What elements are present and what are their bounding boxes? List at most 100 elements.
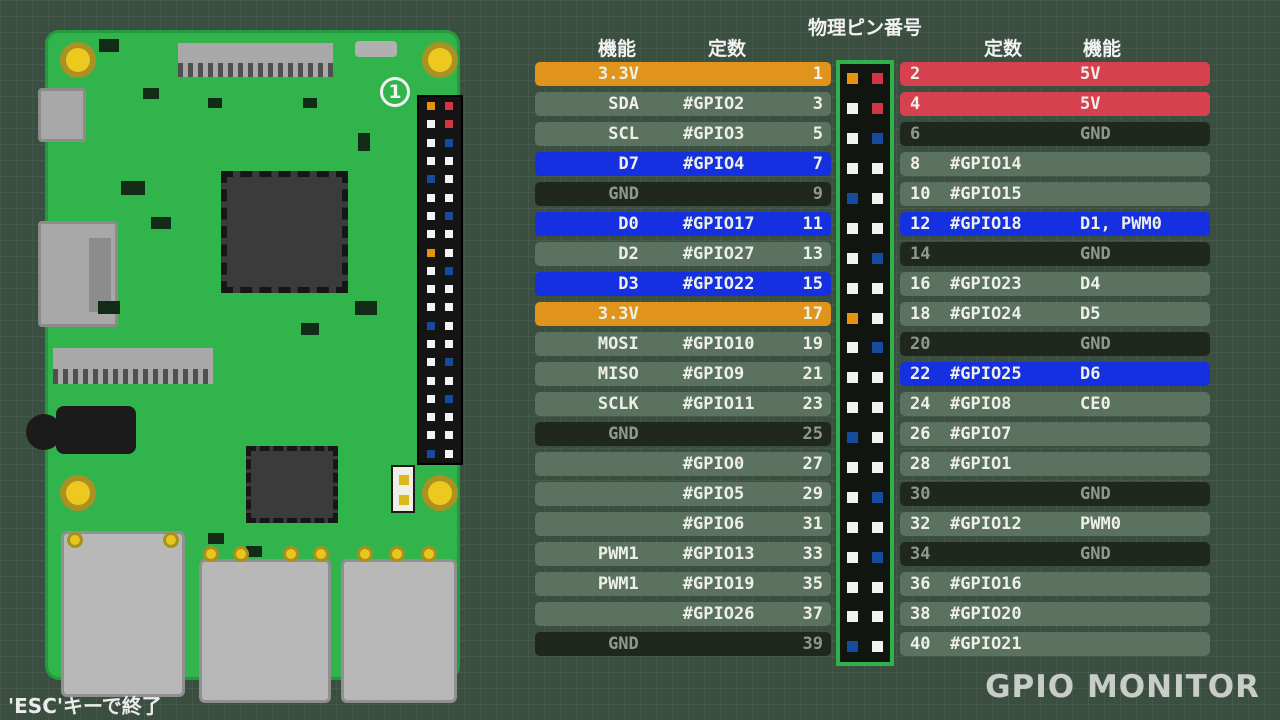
pin-strip-row — [840, 402, 890, 414]
solder-pad — [67, 532, 83, 548]
pin-32-square — [872, 521, 883, 533]
pin-strip-row — [419, 175, 461, 184]
pin-number-label: 2 — [910, 64, 921, 84]
pin-strip-row — [419, 394, 461, 403]
pin-16-square — [872, 282, 883, 294]
pin-strip-row — [840, 372, 890, 384]
pin-number-label: 37 — [802, 604, 823, 624]
pin-29-square — [427, 358, 435, 367]
pin-function-label: GND — [1080, 334, 1111, 354]
pin-number-label: 35 — [802, 574, 823, 594]
pin-21-square — [427, 285, 435, 294]
pin-function-label: SCLK — [597, 394, 639, 414]
pin-constant-label: #GPIO18 — [950, 214, 1022, 234]
pin-29-square — [847, 491, 858, 503]
pin-23-square — [847, 402, 858, 414]
pin-26-square — [872, 432, 883, 444]
pin-strip-row — [419, 321, 461, 330]
secondary-chip — [246, 446, 338, 523]
pin-number-label: 34 — [910, 544, 931, 564]
pin-strip-row — [840, 581, 890, 593]
mounting-hole — [60, 475, 96, 511]
pin-strip-row — [840, 193, 890, 204]
pin-28-square — [445, 340, 453, 348]
pin-function-label: GND — [608, 634, 639, 654]
board-gpio-header — [417, 95, 463, 465]
smd-component — [301, 323, 319, 335]
pin-26-square — [445, 321, 453, 330]
pin-number-label: 8 — [910, 154, 921, 174]
pin-strip-row — [419, 193, 461, 202]
pin-number-label: 1 — [812, 64, 823, 84]
pin-constant-label: #GPIO23 — [950, 274, 1022, 294]
pin-25-square — [427, 321, 435, 330]
pin-constant-label: #GPIO10 — [682, 334, 755, 354]
audio-jack — [56, 406, 136, 454]
pin-function-label: GND — [608, 184, 639, 204]
pin-row-28: 28#GPIO1 — [900, 452, 1210, 476]
pin-number-label: 18 — [910, 304, 931, 324]
pin-strip-row — [419, 138, 461, 147]
pin-15-square — [427, 230, 435, 239]
usb-port — [341, 559, 457, 703]
pin-22-square — [872, 372, 883, 384]
pin-number-label: 28 — [910, 454, 931, 474]
pin-number-label: 31 — [802, 514, 823, 534]
pin-number-label: 29 — [802, 484, 823, 504]
pin-19-square — [427, 266, 435, 275]
pin-row-38: 38#GPIO20 — [900, 602, 1210, 626]
pin-constant-label: #GPIO7 — [950, 424, 1012, 444]
pin-17-square — [847, 312, 858, 324]
pin-number-label: 17 — [802, 304, 823, 324]
pin-constant-label: #GPIO4 — [683, 154, 745, 174]
pin-strip-row — [840, 133, 890, 145]
pin-38-square — [445, 431, 453, 440]
solder-pad — [233, 546, 249, 562]
pin-number-label: 9 — [812, 184, 823, 204]
pin-function-label: SDA — [608, 94, 639, 114]
pin-20-square — [445, 266, 453, 275]
pin-strip-row — [419, 431, 461, 440]
pin-40-square — [872, 641, 883, 653]
pin-function-label: 3.3V — [598, 64, 639, 84]
mounting-hole — [60, 42, 96, 78]
pin-strip-row — [840, 312, 890, 324]
usb-port — [199, 559, 331, 703]
pin-6-square — [445, 138, 453, 147]
pin-row-17: 3.3V 17 — [535, 302, 831, 326]
pin-4-square — [872, 103, 883, 115]
pin-24-square — [445, 303, 453, 312]
pin-15-square — [847, 282, 858, 294]
jumper-pin — [399, 495, 409, 505]
pin-13-square — [847, 252, 858, 264]
right-function-header: 機能 — [1082, 38, 1121, 60]
pin-strip-row — [419, 102, 461, 111]
solder-pad — [283, 546, 299, 562]
pin-35-square — [847, 581, 858, 593]
pin-number-label: 4 — [910, 94, 921, 114]
pin-function-label: D2 — [618, 244, 639, 264]
display-connector — [53, 348, 213, 384]
pin-strip-row — [840, 282, 890, 294]
pin-4-square — [445, 120, 453, 129]
pin-function-label: 3.3V — [597, 304, 639, 324]
pin-37-square — [427, 431, 435, 440]
pin-number-label: 40 — [910, 634, 931, 654]
pin-strip-row — [419, 376, 461, 385]
pin-strip — [836, 60, 894, 666]
pin-9-square — [847, 193, 858, 204]
pin-7-square — [847, 163, 858, 175]
pin-constant-label: #GPIO22 — [682, 274, 755, 294]
